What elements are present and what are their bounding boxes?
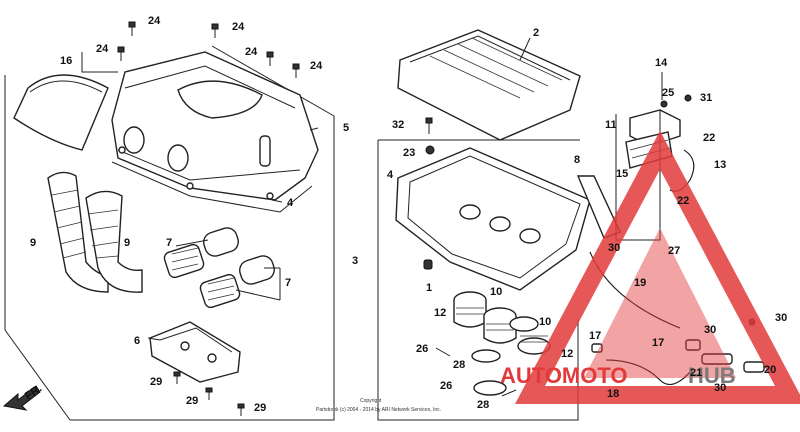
watermark-logo [515, 130, 800, 404]
callout-24-d: 24 [245, 46, 258, 58]
callout-1: 1 [426, 282, 432, 294]
callout-14: 14 [655, 57, 668, 69]
callout-30-b: 30 [704, 324, 716, 336]
intake-funnel-left [47, 171, 109, 293]
callout-12-a: 12 [434, 307, 446, 319]
callout-7-b: 7 [285, 277, 291, 289]
left-group-frame [4, 45, 335, 421]
callout-18: 18 [607, 388, 619, 400]
callout-7-a: 7 [166, 237, 172, 249]
intake-boots [453, 291, 551, 355]
callout-9-a: 9 [30, 237, 36, 249]
screw-29-group [173, 371, 245, 416]
front-arrow: FR. [2, 382, 44, 411]
callout-28-b: 28 [477, 399, 489, 411]
callout-32: 32 [392, 119, 404, 131]
callout-26-b: 26 [440, 380, 452, 392]
callout-19: 19 [634, 277, 646, 289]
part-6-bracket [149, 321, 241, 383]
callout-24-b: 24 [232, 21, 245, 33]
callout-29-b: 29 [186, 395, 198, 407]
callout-20: 20 [764, 364, 776, 376]
clamp-bands [471, 349, 517, 397]
callout-4-left: 4 [287, 197, 294, 209]
bolt-24-group [117, 21, 300, 78]
callout-16: 16 [60, 55, 72, 67]
callout-9-b: 9 [124, 237, 130, 249]
callout-25: 25 [662, 87, 674, 99]
part-7-upper [163, 227, 239, 279]
intake-funnel-right [85, 190, 143, 293]
callout-31: 31 [700, 92, 712, 104]
callout-4-right: 4 [387, 169, 394, 181]
callout-2: 2 [533, 27, 539, 39]
callout-15: 15 [616, 168, 628, 180]
callout-29-a: 29 [150, 376, 162, 388]
callout-29-c: 29 [254, 402, 266, 414]
callout-22-b: 22 [677, 195, 689, 207]
copyright-line-1: Copyright [360, 398, 382, 404]
callout-12-b: 12 [561, 348, 573, 360]
callout-8: 8 [574, 154, 580, 166]
callout-17-a: 17 [589, 330, 601, 342]
callout-23: 23 [403, 147, 415, 159]
air-cleaner-cover [111, 51, 319, 201]
callout-10-b: 10 [539, 316, 551, 328]
callout-30-a: 30 [608, 242, 620, 254]
callout-13: 13 [714, 159, 726, 171]
right-group-frame [377, 140, 579, 421]
hose-18 [605, 359, 691, 385]
callout-5: 5 [343, 122, 349, 134]
air-filter-element-2 [397, 29, 581, 141]
watermark-text-accent: HUB [688, 363, 736, 388]
callout-11: 11 [605, 119, 617, 131]
air-cleaner-case [395, 147, 591, 291]
callout-17-b: 17 [652, 337, 664, 349]
bolt-32 [425, 117, 433, 134]
callout-21: 21 [690, 367, 702, 379]
callout-30-c: 30 [775, 312, 787, 324]
nut-1 [423, 259, 433, 270]
callout-6: 6 [134, 335, 140, 347]
cover-gasket [111, 161, 313, 213]
washer-23 [425, 145, 435, 155]
copyright-line-2: Partsbook (c) 2004 - 2014 by ARI Network… [316, 407, 441, 413]
callout-10-a: 10 [490, 286, 502, 298]
callout-28-a: 28 [453, 359, 465, 371]
watermark-text-main: AUTOMOTO [500, 363, 628, 388]
callout-26-a: 26 [416, 343, 428, 355]
leader-lines [147, 37, 663, 357]
part-7-lower [199, 255, 275, 309]
callout-24-e: 24 [310, 60, 323, 72]
callout-27: 27 [668, 245, 680, 257]
callout-24-c: 24 [96, 43, 109, 55]
callouts: 24 24 24 24 24 16 5 4 9 9 7 7 6 29 29 29… [30, 15, 787, 414]
callout-24-a: 24 [148, 15, 161, 27]
callout-3: 3 [352, 255, 358, 267]
callout-30-d: 30 [714, 382, 726, 394]
part-16-plate [13, 74, 109, 151]
callout-22-a: 22 [703, 132, 715, 144]
